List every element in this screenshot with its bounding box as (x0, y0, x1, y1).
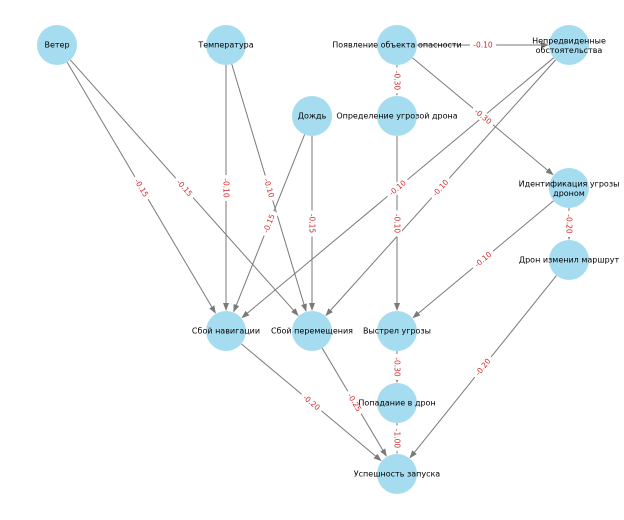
edge-weight-background (343, 388, 366, 417)
edge-weight-background (392, 210, 402, 237)
edge-weight-label: -0.20 (298, 390, 325, 415)
edge-weight-label: -0.10 (470, 40, 496, 50)
node-hit: Попадание в дрон (358, 383, 436, 423)
edge-weight-label: -0.10 (221, 175, 231, 201)
edge-weight-label: -0.15 (172, 174, 197, 202)
node-circle (377, 25, 417, 65)
edge-weight-label: -0.20 (470, 353, 496, 381)
edge-weight-background (221, 175, 231, 201)
edge-weight-background (392, 67, 402, 94)
node-circle (292, 311, 332, 351)
node-circle (377, 454, 417, 494)
node-circle (549, 25, 589, 65)
edge-weight-background (384, 175, 411, 201)
edge-weights-layer: -0.15 -0.15 -0.10 -0.10 -0.15 -0.15 -0.10 -0.30… (130, 40, 574, 452)
node-label: Дождь (298, 112, 327, 121)
node-circle (549, 240, 589, 280)
node-route_change: Дрон изменил маршрут (519, 240, 620, 280)
edge-weight-background (260, 174, 278, 202)
edge-weight-text: -0.30 (393, 357, 402, 377)
edge-weight-text: -0.20 (565, 214, 574, 234)
node-circle (206, 311, 246, 351)
edge-weight-label: -0.20 (564, 211, 574, 237)
edge-weight-text: -1.00 (393, 429, 402, 449)
node-label: Успешность запуска (354, 470, 441, 479)
edge-weight-label: -1.00 (392, 425, 402, 452)
node-nav_fail: Сбой навигации (192, 311, 260, 351)
node-label: Сбой перемещения (271, 327, 353, 336)
node-label: Дрон изменил маршрут (519, 256, 620, 265)
edge-weight-background (392, 425, 402, 452)
edge-weight-text: -0.15 (308, 214, 317, 234)
edge-weight-label: -0.30 (392, 354, 402, 380)
edge-weight-background (428, 174, 453, 202)
edge-weight-background (392, 354, 402, 380)
node-temp: Температура (197, 25, 254, 65)
node-threat_obj: Появление объекта опасности (332, 25, 462, 65)
node-circle (292, 96, 332, 136)
edge-weight-background (172, 174, 197, 202)
edge-weight-label: -0.10 (428, 174, 453, 202)
edge-weight-background (307, 210, 317, 237)
node-rain: Дождь (292, 96, 332, 136)
edge-weight-text: -0.15 (261, 213, 277, 235)
edge-weight-text: -0.30 (393, 71, 402, 91)
edge-weight-label: -0.15 (259, 209, 279, 238)
node-label: Появление объекта опасности (332, 41, 462, 50)
edge-weight-text: -0.10 (222, 178, 231, 198)
edge-weight-background (470, 353, 496, 381)
edge-weight-text: -0.10 (473, 41, 493, 50)
edge-weight-background (130, 174, 153, 202)
edge-weight-text: -0.10 (393, 214, 402, 234)
edge-weight-label: -0.10 (469, 247, 497, 272)
edge-weight-label: -0.10 (392, 210, 402, 237)
edge-weight-label: -0.30 (392, 67, 402, 94)
node-circle (377, 311, 417, 351)
node-label: Определение угрозой дрона (336, 112, 457, 121)
nodes-layer: Ветер Температура Появление объекта опасно… (37, 25, 619, 494)
node-circle (549, 168, 589, 208)
node-shot: Выстрел угрозы (363, 311, 431, 351)
node-threat_det: Определение угрозой дрона (336, 96, 458, 136)
node-circle (206, 25, 246, 65)
edge-weight-background (470, 40, 496, 50)
node-circle (377, 383, 417, 423)
node-label: Ветер (44, 41, 69, 50)
edge-weight-background (259, 209, 279, 238)
node-wind: Ветер (37, 25, 77, 65)
node-label: Попадание в дрон (358, 399, 435, 408)
edge-weight-background (298, 390, 325, 415)
node-success: Успешность запуска (354, 454, 441, 494)
node-label: Сбой навигации (192, 327, 260, 336)
node-label: Температура (197, 41, 253, 50)
edge-weight-background (469, 104, 497, 129)
node-circle (37, 25, 77, 65)
edge-weight-background (469, 247, 497, 272)
edge-weight-background (564, 211, 574, 237)
edge-weight-label: -0.10 (260, 174, 278, 202)
node-circle (377, 96, 417, 136)
node-label: Выстрел угрозы (363, 327, 431, 336)
edge-weight-label: -0.15 (307, 210, 317, 237)
node-move_fail: Сбой перемещения (271, 311, 353, 351)
edge-weight-label: -0.15 (130, 174, 153, 202)
